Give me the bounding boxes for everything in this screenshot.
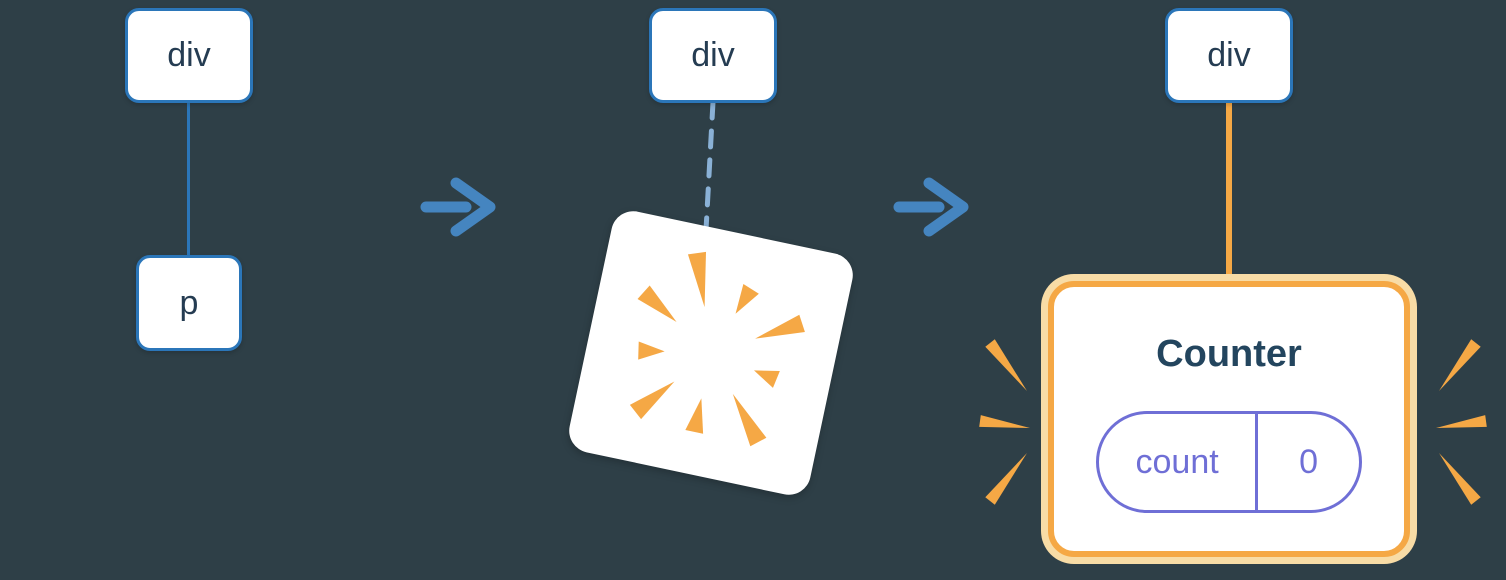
node-label: div xyxy=(1207,36,1251,74)
tree-edge-div-p xyxy=(187,100,190,258)
arrow-right-icon xyxy=(893,177,969,237)
dom-node-div-deleting: div xyxy=(649,8,777,103)
arrow-right-icon xyxy=(420,177,496,237)
state-value: 0 xyxy=(1299,442,1319,481)
node-label: div xyxy=(167,36,211,74)
tree-edge-dashed xyxy=(703,100,716,232)
sparkle-right-icon xyxy=(1436,339,1487,505)
state-key: count xyxy=(1099,414,1259,510)
tree-edge-div-counter xyxy=(1226,100,1232,288)
poof-burst-icon xyxy=(629,251,805,447)
node-label: div xyxy=(691,36,735,74)
state-pill: count 0 xyxy=(1096,411,1362,513)
component-name: Counter xyxy=(1156,333,1302,375)
deleted-node-card xyxy=(565,207,857,499)
dom-node-div-after: div xyxy=(1165,8,1293,103)
dom-node-p: p xyxy=(136,255,242,351)
counter-component-card: Counter count 0 xyxy=(1048,281,1410,557)
sparkle-left-icon xyxy=(979,339,1030,505)
dom-node-div-before: div xyxy=(125,8,253,103)
node-label: p xyxy=(179,283,199,322)
